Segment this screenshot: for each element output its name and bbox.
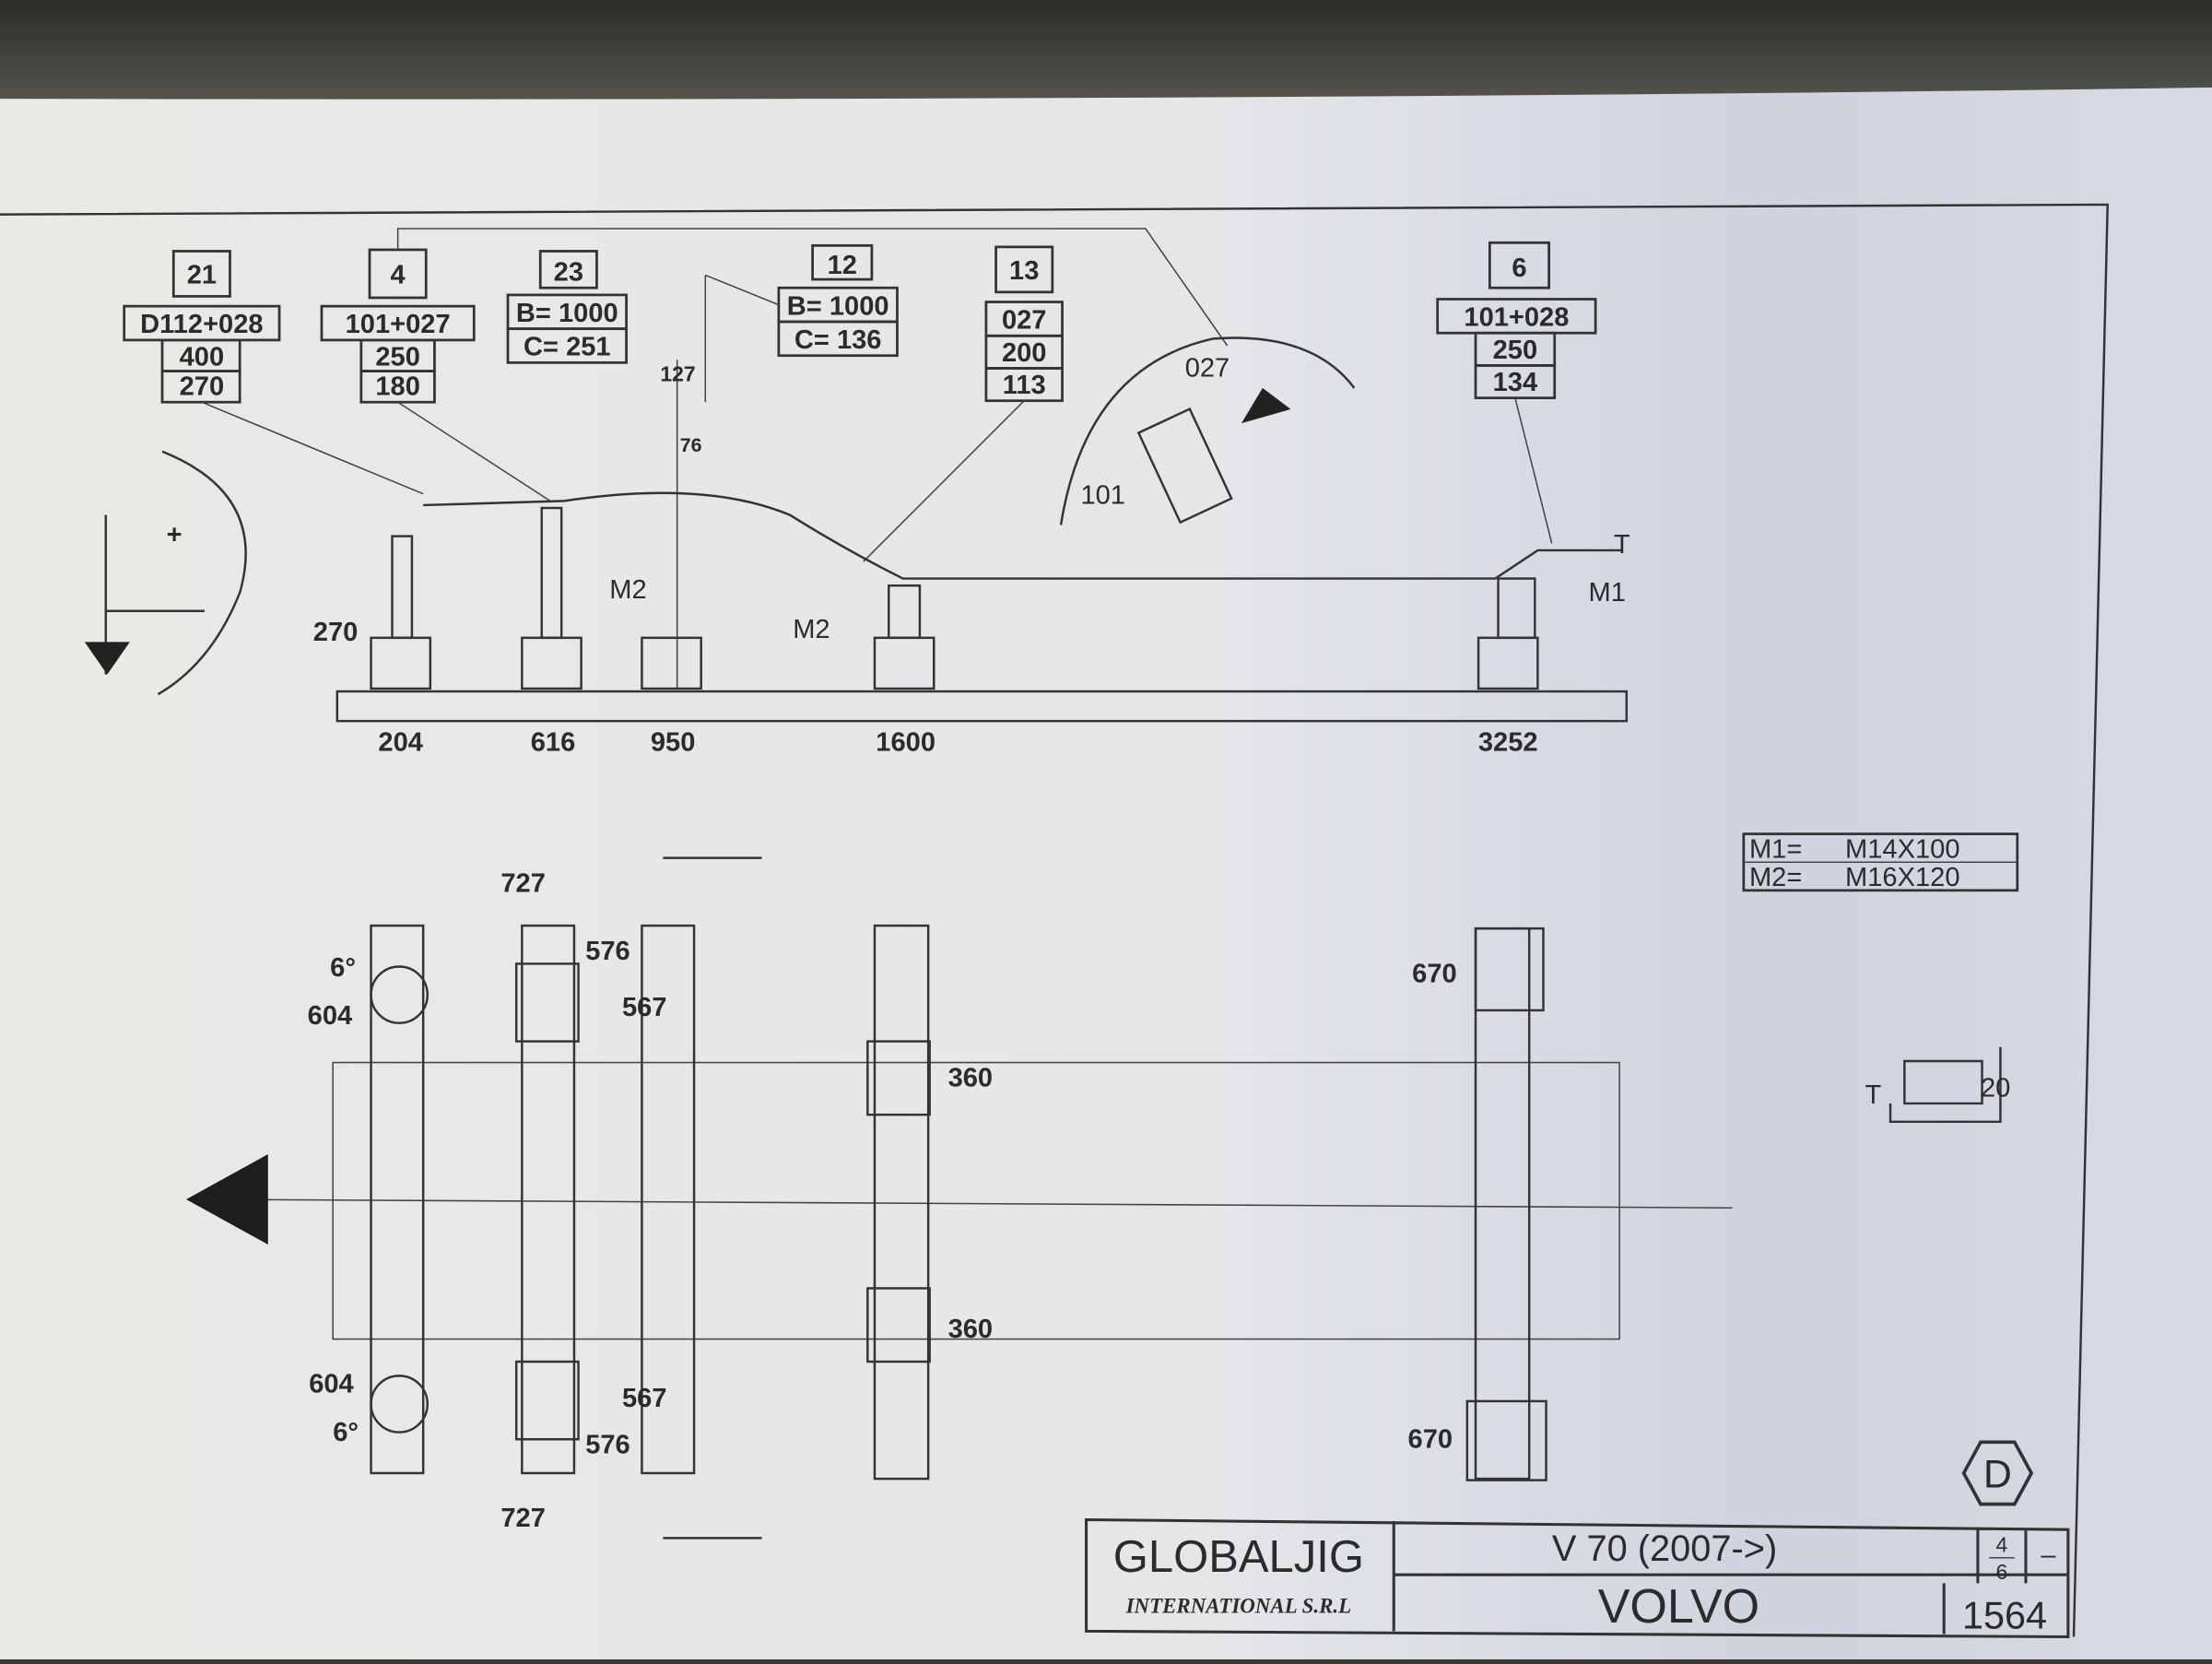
company-name: GLOBALJIG (1113, 1532, 1364, 1582)
position-616: 616 (531, 727, 576, 757)
svg-text:23: 23 (554, 258, 583, 288)
position-3252: 3252 (1478, 727, 1538, 757)
svg-text:21: 21 (187, 261, 217, 290)
label-76: 76 (680, 434, 702, 456)
drawing-frame (0, 203, 2109, 1637)
svg-text:D112+028: D112+028 (140, 310, 263, 339)
bench-rail (335, 690, 1629, 723)
vehicle-footprint (332, 1061, 1620, 1340)
svg-text:567: 567 (622, 993, 667, 1022)
svg-text:B= 1000: B= 1000 (516, 299, 618, 328)
label-m2-a: M2 (609, 575, 646, 605)
detail-label-101: 101 (1080, 480, 1125, 510)
sheet-number: 4 (1996, 1533, 2008, 1557)
svg-text:200: 200 (1002, 338, 1047, 368)
svg-text:6: 6 (1512, 254, 1526, 283)
svg-text:12: 12 (828, 251, 857, 280)
make-name: VOLVO (1598, 1580, 1759, 1634)
title-block: GLOBALJIG INTERNATIONAL S.R.L V 70 (2007… (1085, 1517, 2070, 1639)
detail-triangle-icon (1241, 387, 1291, 424)
svg-text:360: 360 (948, 1315, 994, 1344)
svg-text:604: 604 (309, 1370, 354, 1399)
position-950: 950 (651, 727, 696, 757)
svg-text:576: 576 (585, 937, 630, 966)
svg-text:567: 567 (622, 1384, 667, 1413)
leader-lines (201, 228, 1553, 689)
svg-text:C= 136: C= 136 (794, 325, 882, 355)
svg-text:C= 251: C= 251 (524, 333, 611, 362)
plan-crossbars (370, 856, 1547, 1540)
callout-4: 4 101+027 250 180 (320, 248, 476, 404)
datum-triangle-icon (84, 642, 130, 675)
position-204: 204 (378, 727, 423, 757)
drawing-number: 1564 (1962, 1594, 2047, 1636)
label-t: T (1614, 530, 1630, 560)
detail-clamp (1136, 407, 1233, 525)
model-name: V 70 (2007->) (1552, 1528, 1777, 1569)
svg-text:20: 20 (1981, 1073, 2010, 1103)
callout-23: 23 B= 1000 C= 251 (506, 250, 628, 364)
svg-text:670: 670 (1412, 959, 1457, 988)
side-towers (370, 506, 1539, 690)
position-1600: 1600 (876, 727, 935, 757)
svg-text:134: 134 (1493, 368, 1538, 397)
svg-text:D: D (1983, 1452, 2012, 1496)
detail-label-027: 027 (1185, 354, 1230, 384)
svg-text:101+028: 101+028 (1464, 303, 1569, 333)
callout-12: 12 B= 1000 C= 136 (777, 243, 899, 358)
plus-mark: + (167, 520, 182, 549)
svg-text:T: T (1865, 1080, 1881, 1110)
clamp-detail-t20: T 20 (1865, 1046, 2010, 1124)
svg-text:B= 1000: B= 1000 (787, 291, 889, 321)
front-contour (157, 450, 247, 696)
svg-text:250: 250 (1493, 336, 1538, 365)
svg-text:604: 604 (308, 1001, 353, 1031)
svg-text:270: 270 (180, 372, 225, 402)
svg-text:M14X100: M14X100 (1845, 835, 1959, 865)
label-m2-b: M2 (793, 615, 830, 644)
svg-text:6°: 6° (333, 1418, 359, 1447)
svg-text:727: 727 (500, 868, 546, 898)
callout-6: 6 101+028 250 134 (1436, 241, 1597, 400)
svg-text:360: 360 (948, 1064, 994, 1093)
svg-text:400: 400 (180, 342, 225, 372)
svg-text:727: 727 (500, 1504, 546, 1533)
underbody-contour (423, 491, 1623, 580)
svg-text:6°: 6° (330, 953, 356, 983)
background-surface (0, 0, 2212, 100)
svg-text:101+027: 101+027 (346, 310, 451, 339)
svg-text:113: 113 (1003, 371, 1046, 400)
svg-text:M16X120: M16X120 (1845, 863, 1959, 892)
svg-text:13: 13 (1009, 256, 1039, 286)
label-127: 127 (660, 361, 695, 385)
svg-text:576: 576 (585, 1431, 630, 1460)
svg-text:M1=: M1= (1749, 835, 1802, 865)
bolt-legend: M1= M14X100 M2= M16X120 (1742, 832, 2019, 892)
svg-text:180: 180 (375, 372, 420, 402)
revision-field: – (2041, 1540, 2056, 1570)
direction-arrow-icon (186, 1154, 268, 1245)
svg-text:M2=: M2= (1749, 863, 1802, 892)
label-270: 270 (313, 618, 359, 647)
svg-text:027: 027 (1002, 306, 1047, 336)
sheet-total: 6 (1996, 1560, 2008, 1584)
detail-circle (1059, 336, 1356, 525)
svg-text:250: 250 (375, 342, 420, 372)
revision-mark: D (1961, 1440, 2034, 1506)
company-subtitle: INTERNATIONAL S.R.L (1125, 1594, 1352, 1617)
centerline (211, 1198, 1733, 1209)
plan-labels: 727 576 567 6° 604 360 360 604 6° 567 57… (308, 868, 1457, 1533)
svg-text:4: 4 (391, 261, 406, 290)
label-m1: M1 (1588, 578, 1625, 608)
callout-21: 21 D112+028 400 270 (123, 250, 281, 404)
svg-text:670: 670 (1408, 1424, 1453, 1454)
